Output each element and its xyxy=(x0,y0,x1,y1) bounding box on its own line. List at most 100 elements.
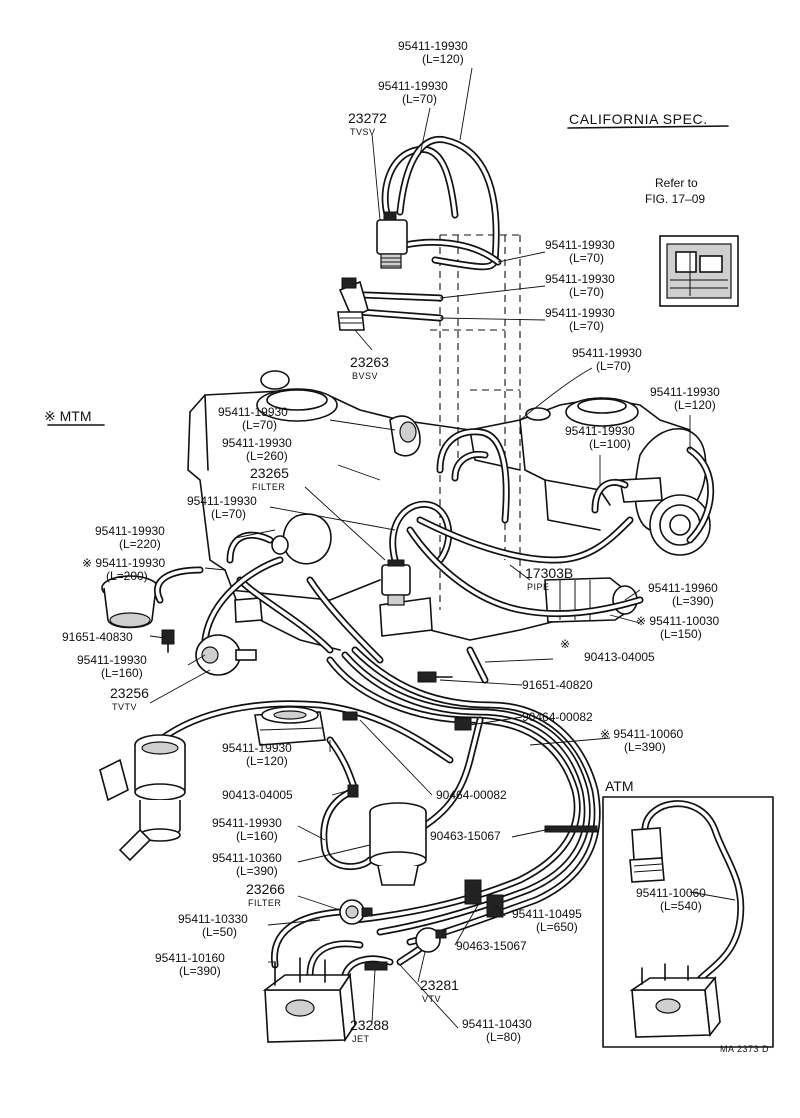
callout-line: 95411-19930 xyxy=(565,424,635,438)
callout-line: ※ 95411-10030 xyxy=(636,614,720,628)
california-spec-heading: CALIFORNIA SPEC. xyxy=(569,111,708,127)
part-callouts: 95411-19930(L=120) 95411-19930(L=70) 232… xyxy=(62,39,720,1044)
callout-c25: 90464-00082 xyxy=(522,710,593,724)
callout-c30: 95411-19930(L=160) xyxy=(212,816,282,843)
callout-c35: 95411-10495(L=650) xyxy=(512,907,582,934)
callout-line: (L=70) xyxy=(569,285,604,299)
callout-line: 23288 xyxy=(350,1017,389,1033)
callout-line: 90463-15067 xyxy=(430,829,501,843)
callout-line: (L=70) xyxy=(402,92,437,106)
callout-line: 23256 xyxy=(110,685,149,701)
callout-c14: 95411-19930(L=70) xyxy=(187,494,257,521)
callout-c41: 95411-10060(L=540) xyxy=(636,886,706,913)
callout-sublabel: TVSV xyxy=(350,127,376,137)
callout-line: 23266 xyxy=(246,881,285,897)
callout-c22: 95411-19930(L=160) xyxy=(77,653,147,680)
callout-c05: 95411-19930(L=70) xyxy=(545,272,615,299)
refer-to-text: Refer to xyxy=(655,176,698,190)
callout-line: (L=160) xyxy=(101,666,143,680)
callout-c16: ※ 95411-19930(L=200) xyxy=(82,556,166,583)
callout-c31: 90463-15067 xyxy=(430,829,501,843)
tvsv-valve-icon xyxy=(376,211,408,269)
callout-c15: 95411-19930(L=220) xyxy=(95,524,165,551)
callout-c12: 95411-19930(L=260) xyxy=(222,436,292,463)
callout-line: (L=390) xyxy=(624,740,666,754)
callout-c29: 90464-00082 xyxy=(436,788,507,802)
callout-sublabel: PIPE xyxy=(527,582,550,592)
callout-line: 95411-10430 xyxy=(462,1017,532,1031)
callout-line: 95411-19930 xyxy=(398,39,468,53)
callout-line: 90464-00082 xyxy=(522,710,593,724)
callout-line: 95411-19930 xyxy=(187,494,257,508)
drawing-code: MA 2373 D xyxy=(720,1044,769,1054)
bolt-91651-40820-icon xyxy=(417,671,453,683)
callout-c04: 95411-19930(L=70) xyxy=(545,238,615,265)
callout-line: (L=80) xyxy=(486,1030,521,1044)
callout-line: (L=120) xyxy=(246,754,288,768)
filter-23265-icon xyxy=(381,559,411,606)
callout-sublabel: JET xyxy=(352,1034,370,1044)
callout-line: (L=200) xyxy=(106,569,148,583)
callout-c26: ※ 95411-10060(L=390) xyxy=(600,727,684,754)
engine-block xyxy=(101,370,711,651)
solenoid-box-bottom-icon xyxy=(262,957,356,1043)
callout-line: (L=150) xyxy=(660,627,702,641)
callout-line: (L=220) xyxy=(119,537,161,551)
mid-hoses xyxy=(154,428,715,684)
callout-line: 95411-10495 xyxy=(512,907,582,921)
refer-figure-text: FIG. 17–09 xyxy=(645,192,705,206)
callout-c23: 91651-40820 xyxy=(522,678,593,692)
callout-line: (L=650) xyxy=(536,920,578,934)
callout-line: (L=120) xyxy=(422,52,464,66)
leader-lines xyxy=(149,67,736,1029)
callout-c34: 95411-10330(L=50) xyxy=(178,912,248,939)
callout-c40: 95411-10430(L=80) xyxy=(462,1017,532,1044)
callout-c28: 90413-04005 xyxy=(222,788,293,802)
callout-line: (L=70) xyxy=(569,251,604,265)
callout-line: 91651-40820 xyxy=(522,678,593,692)
callout-line: (L=120) xyxy=(674,398,716,412)
diaphragm-unit-icon xyxy=(254,706,326,746)
callout-line: 95411-10060 xyxy=(636,886,706,900)
callout-line: 17303B xyxy=(525,565,573,581)
callout-line: (L=540) xyxy=(660,899,702,913)
callout-line: ※ 95411-10060 xyxy=(600,727,684,741)
callout-line: 95411-19930 xyxy=(222,741,292,755)
callout-c32: 95411-10360(L=390) xyxy=(212,851,282,878)
callout-line: 90464-00082 xyxy=(436,788,507,802)
callout-line: 91651-40830 xyxy=(62,630,133,644)
callout-line: (L=260) xyxy=(246,449,288,463)
callout-line: (L=160) xyxy=(236,829,278,843)
hose-clamps xyxy=(342,711,598,918)
filter-23266-icon xyxy=(339,899,373,925)
jet-icon xyxy=(364,961,388,971)
callout-c10: 95411-19930(L=70) xyxy=(218,405,288,432)
callout-line: (L=100) xyxy=(589,437,631,451)
callout-line: 95411-19930 xyxy=(77,653,147,667)
callout-c11: 95411-19930(L=100) xyxy=(565,424,635,451)
callout-line: 95411-19930 xyxy=(545,238,615,252)
atm-box xyxy=(602,796,774,1048)
callout-sublabel: VTV xyxy=(422,994,441,1004)
callout-c20: 91651-40830 xyxy=(62,630,133,644)
callout-line: 95411-19930 xyxy=(545,272,615,286)
tvtv-valve-icon xyxy=(195,634,257,676)
callout-line: ※ 95411-19930 xyxy=(82,556,166,570)
callout-line: 95411-19960 xyxy=(648,581,718,595)
callout-line: 95411-10360 xyxy=(212,851,282,865)
callout-c37: 95411-10160(L=390) xyxy=(155,951,225,978)
callout-line: (L=390) xyxy=(179,964,221,978)
callout-line: 23265 xyxy=(250,465,289,481)
callout-line: 95411-19930 xyxy=(545,306,615,320)
callout-c09: 95411-19930(L=120) xyxy=(650,385,720,412)
callout-line: 95411-10330 xyxy=(178,912,248,926)
bolt-91651-40830-icon xyxy=(161,629,175,653)
callout-line: ※ xyxy=(560,637,570,651)
vtv-valve-icon xyxy=(415,927,447,953)
